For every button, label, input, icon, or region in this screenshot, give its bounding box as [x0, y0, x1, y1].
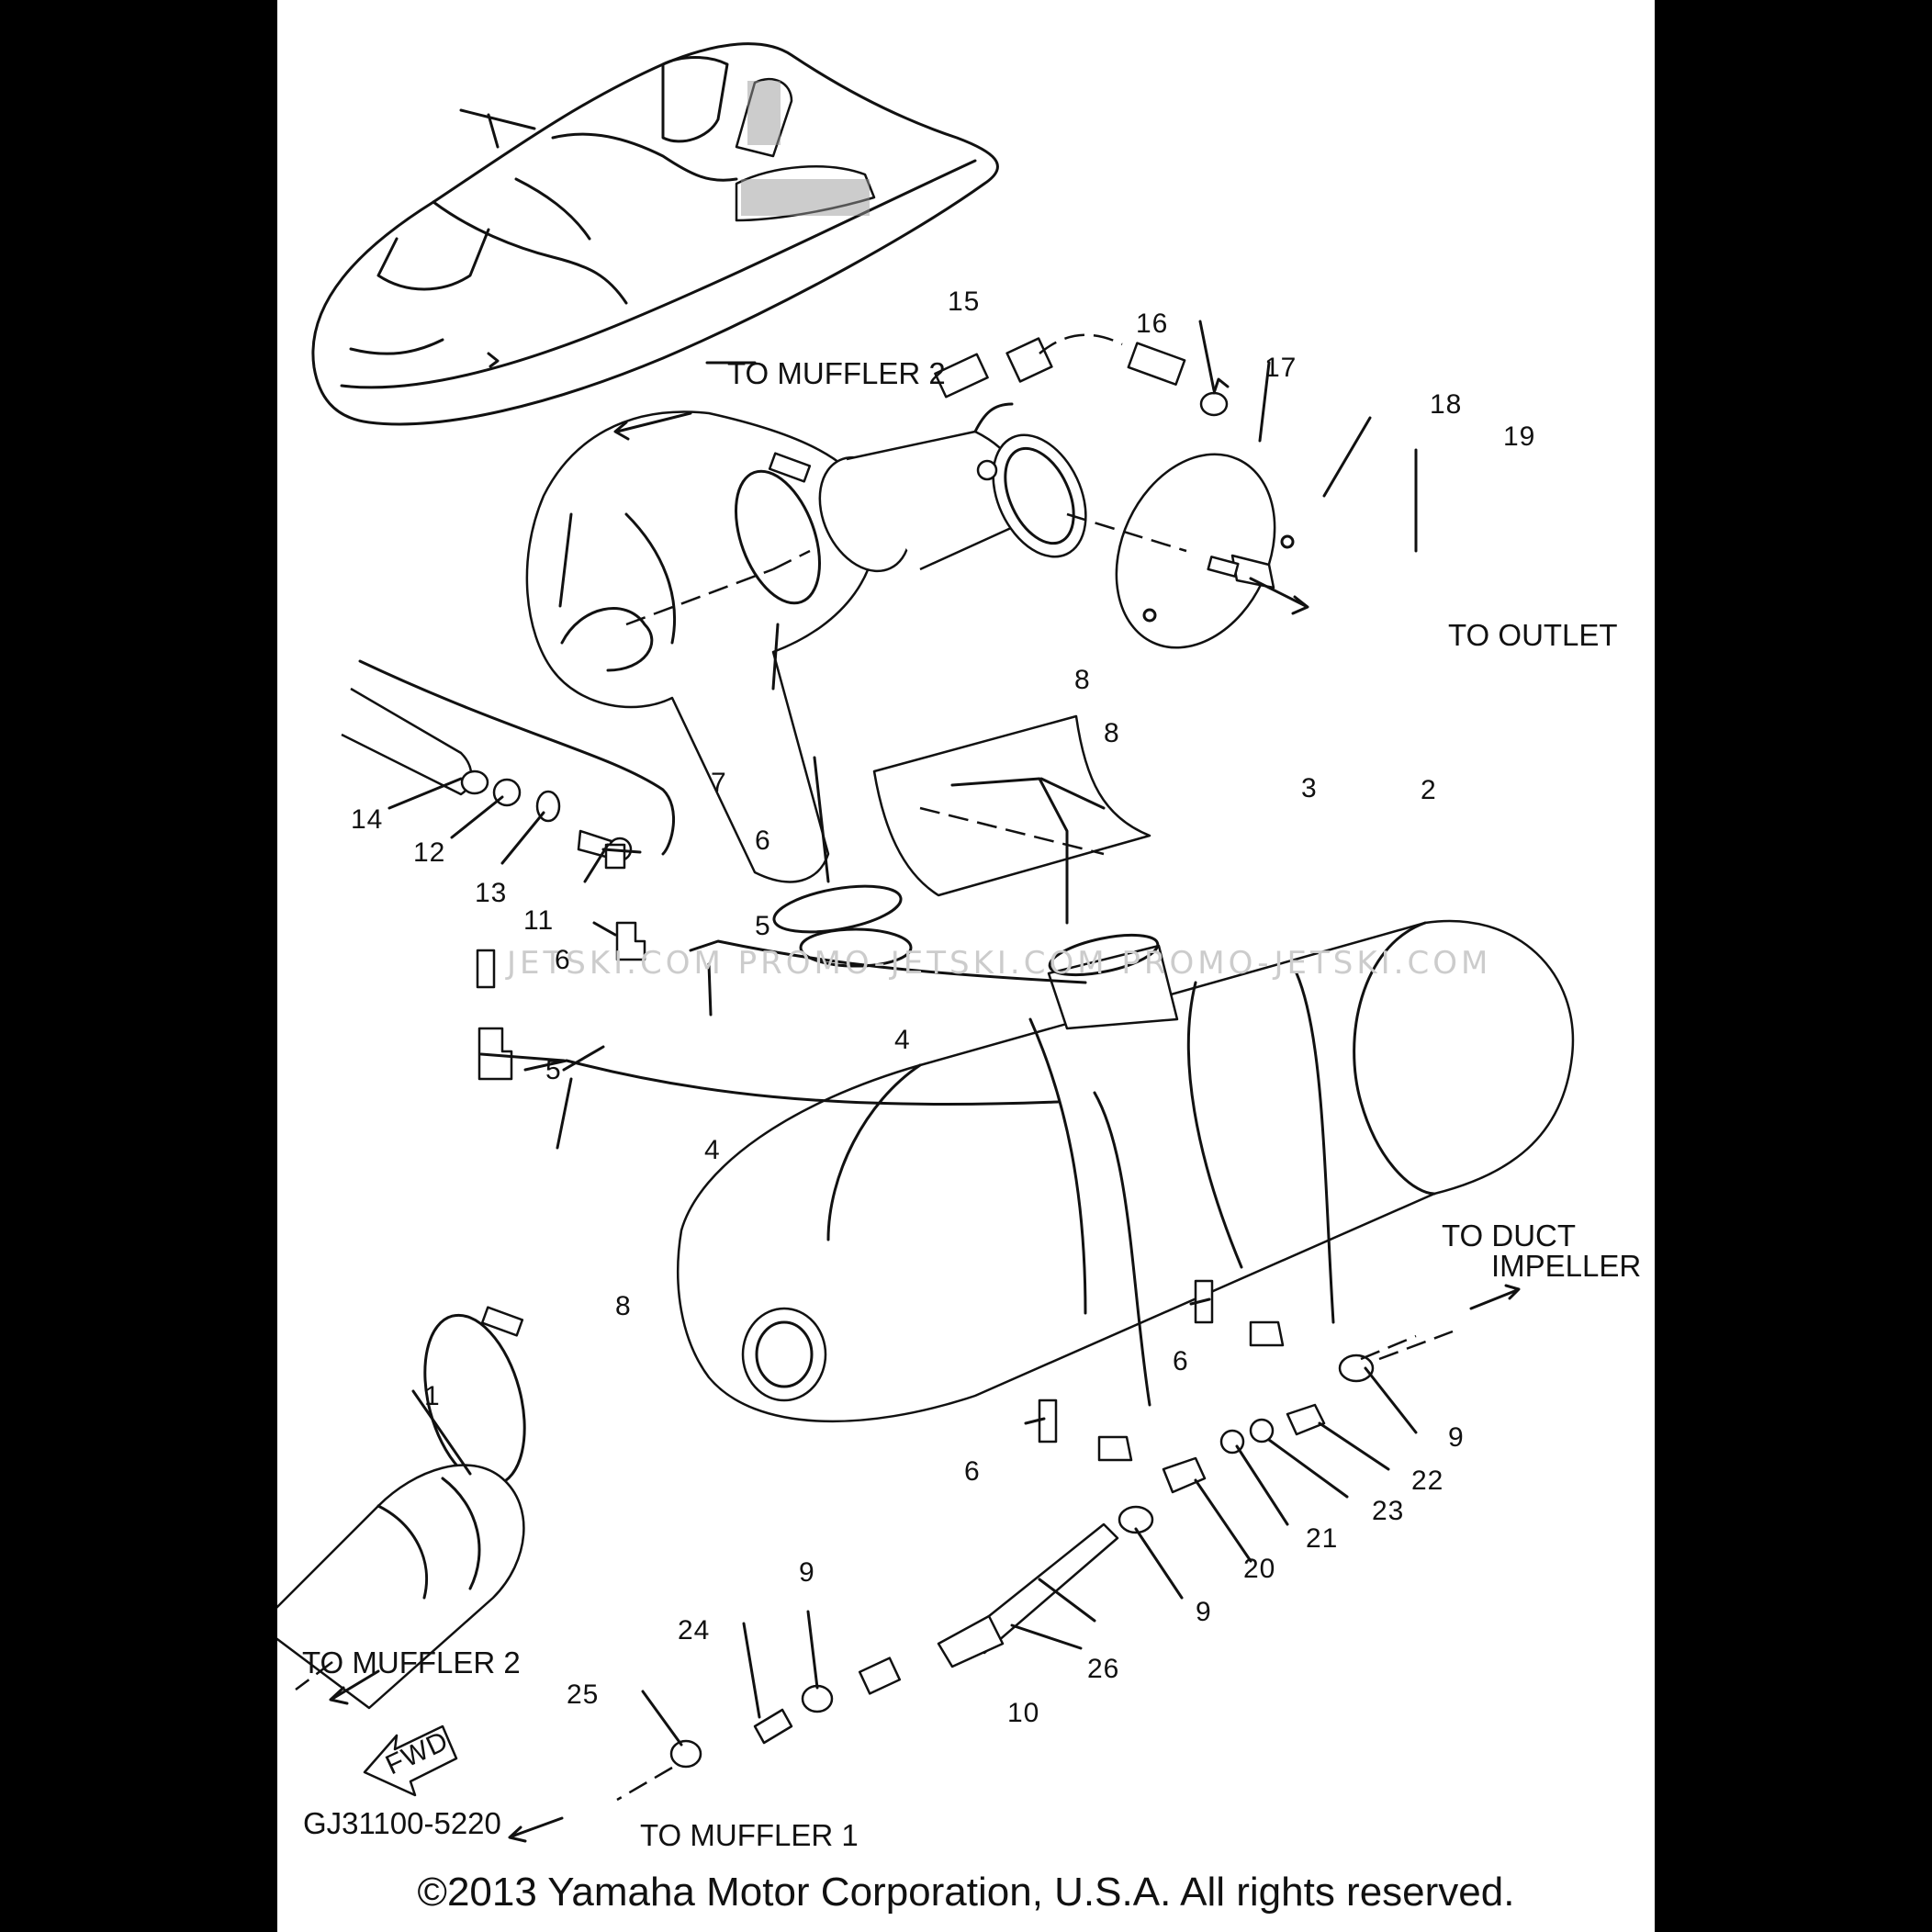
- water-hose-15: [934, 333, 1230, 417]
- callout-19: 19: [1503, 421, 1535, 452]
- watermark: JETSKI.COM PROMO-JETSKI.COM PROMO-JETSKI…: [505, 945, 1491, 982]
- muffler-1-pipe: [277, 1464, 525, 1710]
- callout-2: 2: [1421, 775, 1437, 805]
- callout-9-a: 9: [1448, 1422, 1465, 1453]
- callout-24: 24: [678, 1615, 710, 1646]
- callout-16: 16: [1136, 309, 1168, 339]
- callout-8-b: 8: [1104, 718, 1120, 748]
- leader-lines: [388, 320, 1418, 1747]
- callout-7: 7: [711, 768, 727, 798]
- callout-4-upper: 4: [894, 1025, 911, 1055]
- label-impeller: IMPELLER: [1491, 1249, 1641, 1283]
- callout-23: 23: [1372, 1496, 1404, 1526]
- diagram-code: GJ31100-5220: [303, 1806, 501, 1840]
- muffler-2-body: [677, 919, 1575, 1423]
- hoses-10-24-25-26: [616, 1522, 1119, 1802]
- callout-26: 26: [1087, 1654, 1119, 1684]
- callout-15: 15: [948, 286, 980, 317]
- callout-9-b: 9: [1196, 1597, 1212, 1627]
- callout-17: 17: [1264, 353, 1297, 383]
- callout-12: 12: [413, 837, 445, 868]
- fwd-indicator: [363, 1724, 458, 1797]
- callout-13: 13: [475, 878, 507, 908]
- callout-1: 1: [424, 1381, 441, 1411]
- callout-6-c: 6: [1173, 1346, 1189, 1376]
- label-to-muffler-2-top: TO MUFFLER 2: [727, 356, 946, 390]
- callout-3: 3: [1301, 773, 1318, 803]
- label-to-duct: TO DUCT: [1442, 1219, 1576, 1252]
- callout-5-upper: 5: [755, 911, 771, 941]
- callout-11: 11: [523, 905, 554, 936]
- callout-10: 10: [1007, 1698, 1039, 1728]
- hose-clamp-8-top: [734, 452, 822, 605]
- callout-8-a: 8: [1074, 665, 1091, 695]
- callout-6-a: 6: [755, 826, 771, 856]
- callout-25: 25: [567, 1679, 599, 1710]
- callout-22: 22: [1411, 1466, 1443, 1496]
- bolt-19: [1207, 554, 1275, 590]
- label-to-muffler-2-bottom: TO MUFFLER 2: [302, 1646, 521, 1679]
- plate-3: [872, 714, 1151, 897]
- exhaust-outlet-elbow-17: [818, 402, 1087, 573]
- callout-4-lower: 4: [704, 1135, 721, 1165]
- callout-20: 20: [1243, 1554, 1275, 1584]
- label-to-muffler-1: TO MUFFLER 1: [640, 1818, 859, 1852]
- connection-lines: [295, 512, 1417, 1690]
- direction-arrows: [329, 411, 1521, 1843]
- parts-diagram-sheet: JETSKI.COM PROMO-JETSKI.COM PROMO-JETSKI…: [277, 0, 1655, 1932]
- callout-6-d: 6: [964, 1456, 981, 1487]
- callout-8-c: 8: [615, 1291, 632, 1321]
- callout-5-lower: 5: [545, 1055, 562, 1085]
- copyright-notice: ©2013 Yamaha Motor Corporation, U.S.A. A…: [417, 1870, 1515, 1915]
- hose-clamp-8-middle: [772, 884, 913, 968]
- callout-9-c: 9: [799, 1557, 815, 1588]
- callout-14: 14: [351, 804, 383, 835]
- exhaust-parts-diagram: JETSKI.COM PROMO-JETSKI.COM PROMO-JETSKI…: [277, 42, 1641, 1852]
- fittings-9-20-23: [1118, 1330, 1454, 1534]
- gasket-18: [1115, 453, 1295, 649]
- watercraft-illustration: [311, 42, 999, 426]
- callout-6-b: 6: [555, 945, 571, 975]
- label-to-outlet: TO OUTLET: [1448, 618, 1618, 652]
- callout-18: 18: [1430, 389, 1462, 420]
- callout-21: 21: [1306, 1523, 1338, 1554]
